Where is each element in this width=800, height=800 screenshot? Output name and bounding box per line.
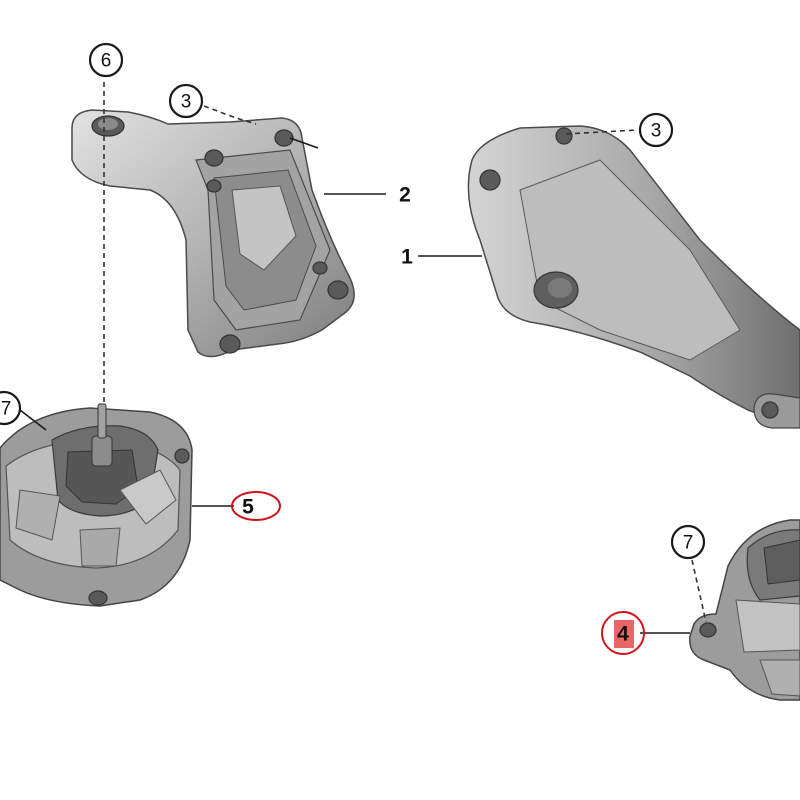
callout-3-left: 3 (168, 83, 204, 119)
support-bracket-part-1 (467, 125, 800, 429)
callout-6: 6 (88, 42, 124, 78)
guide-line-7-right (691, 559, 707, 623)
leader-3-left-tip (289, 137, 319, 149)
callout-7-right: 7 (670, 524, 706, 560)
engine-mount-part-5 (0, 403, 193, 607)
label-4-highlight: 4 (601, 611, 645, 655)
guide-line-3-right (565, 129, 637, 135)
callout-3-left-text: 3 (181, 92, 192, 113)
leader-7-left (19, 409, 47, 431)
callout-6-text: 6 (101, 51, 112, 72)
callout-3-right: 3 (638, 112, 674, 148)
red-highlight-ring-5 (231, 491, 281, 521)
callout-3-right-text: 3 (651, 121, 662, 142)
label-4: 4 (617, 623, 629, 646)
red-highlight-ring-4 (601, 611, 645, 655)
engine-bracket-part-2 (71, 109, 355, 358)
callout-7-left-text: 7 (1, 399, 12, 420)
red-highlight-fill-4 (614, 620, 634, 648)
label-5: 5 (242, 496, 254, 519)
transmission-mount-part-4 (689, 519, 800, 701)
guide-line-3-left (203, 105, 257, 125)
label-1: 1 (401, 246, 413, 269)
callout-7-right-text: 7 (683, 533, 694, 554)
label-5-highlight: 5 (231, 491, 281, 521)
callout-7-left: 7 (0, 390, 22, 426)
label-2: 2 (399, 184, 411, 207)
